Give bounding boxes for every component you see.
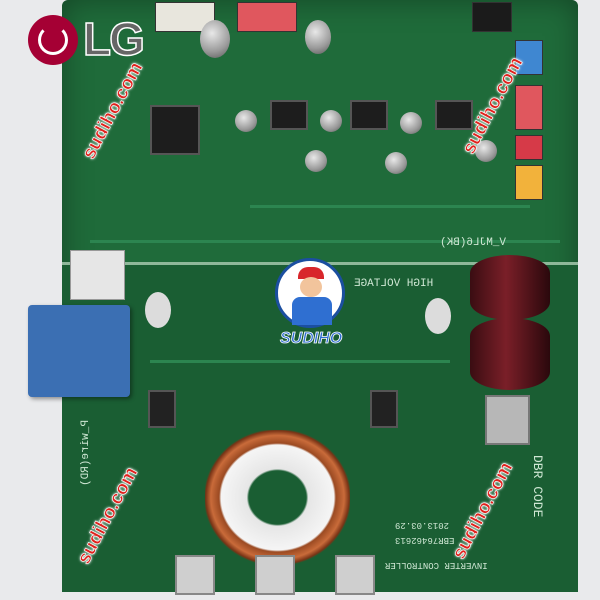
wire-label: P_wire(RD) [80,420,92,487]
mascot-badge [275,258,345,328]
red-connector [515,85,543,130]
pcb-trace [90,240,560,243]
board-id-label: EBR76462613 [395,535,455,545]
lg-logo-icon [28,15,78,65]
part-code-label: DBR CODE [530,455,545,518]
driver-chip [435,100,473,130]
terminal [175,555,215,595]
terminal-block [485,395,530,445]
pcb-trace [150,360,450,363]
capacitor [400,112,422,134]
blue-connector [515,40,543,75]
lg-logo-text: LG [82,12,145,66]
capacitor [235,110,257,132]
capacitor [320,110,342,132]
capacitor [475,140,497,162]
net-label: V_MJL6(BK) [440,237,507,249]
pcb-trace [250,205,530,208]
mount-hole [145,292,171,328]
red-connector [237,2,297,32]
microcontroller-chip [150,105,200,155]
driver-chip [270,100,308,130]
red-connector [515,135,543,160]
regulator-chip [370,390,398,428]
mount-hole [425,298,451,334]
regulator-chip [148,390,176,428]
electrolytic-capacitor [470,318,550,390]
terminal [255,555,295,595]
toroid-inductor [205,430,350,565]
relay [28,305,130,397]
mascot-label: SUDIHO [280,330,343,348]
driver-chip [350,100,388,130]
electrolytic-capacitor [470,255,550,320]
component-block [70,250,125,300]
capacitor [305,20,331,54]
black-connector [472,2,512,32]
capacitor [385,152,407,174]
date-label: 2013.03.29 [395,520,450,530]
high-voltage-label: HIGH VOLTAGE [354,278,434,290]
terminal [335,555,375,595]
yellow-connector [515,165,543,200]
capacitor [200,20,230,58]
capacitor [305,150,327,172]
inverter-label: INVERTER CONTROLLER [385,560,488,570]
